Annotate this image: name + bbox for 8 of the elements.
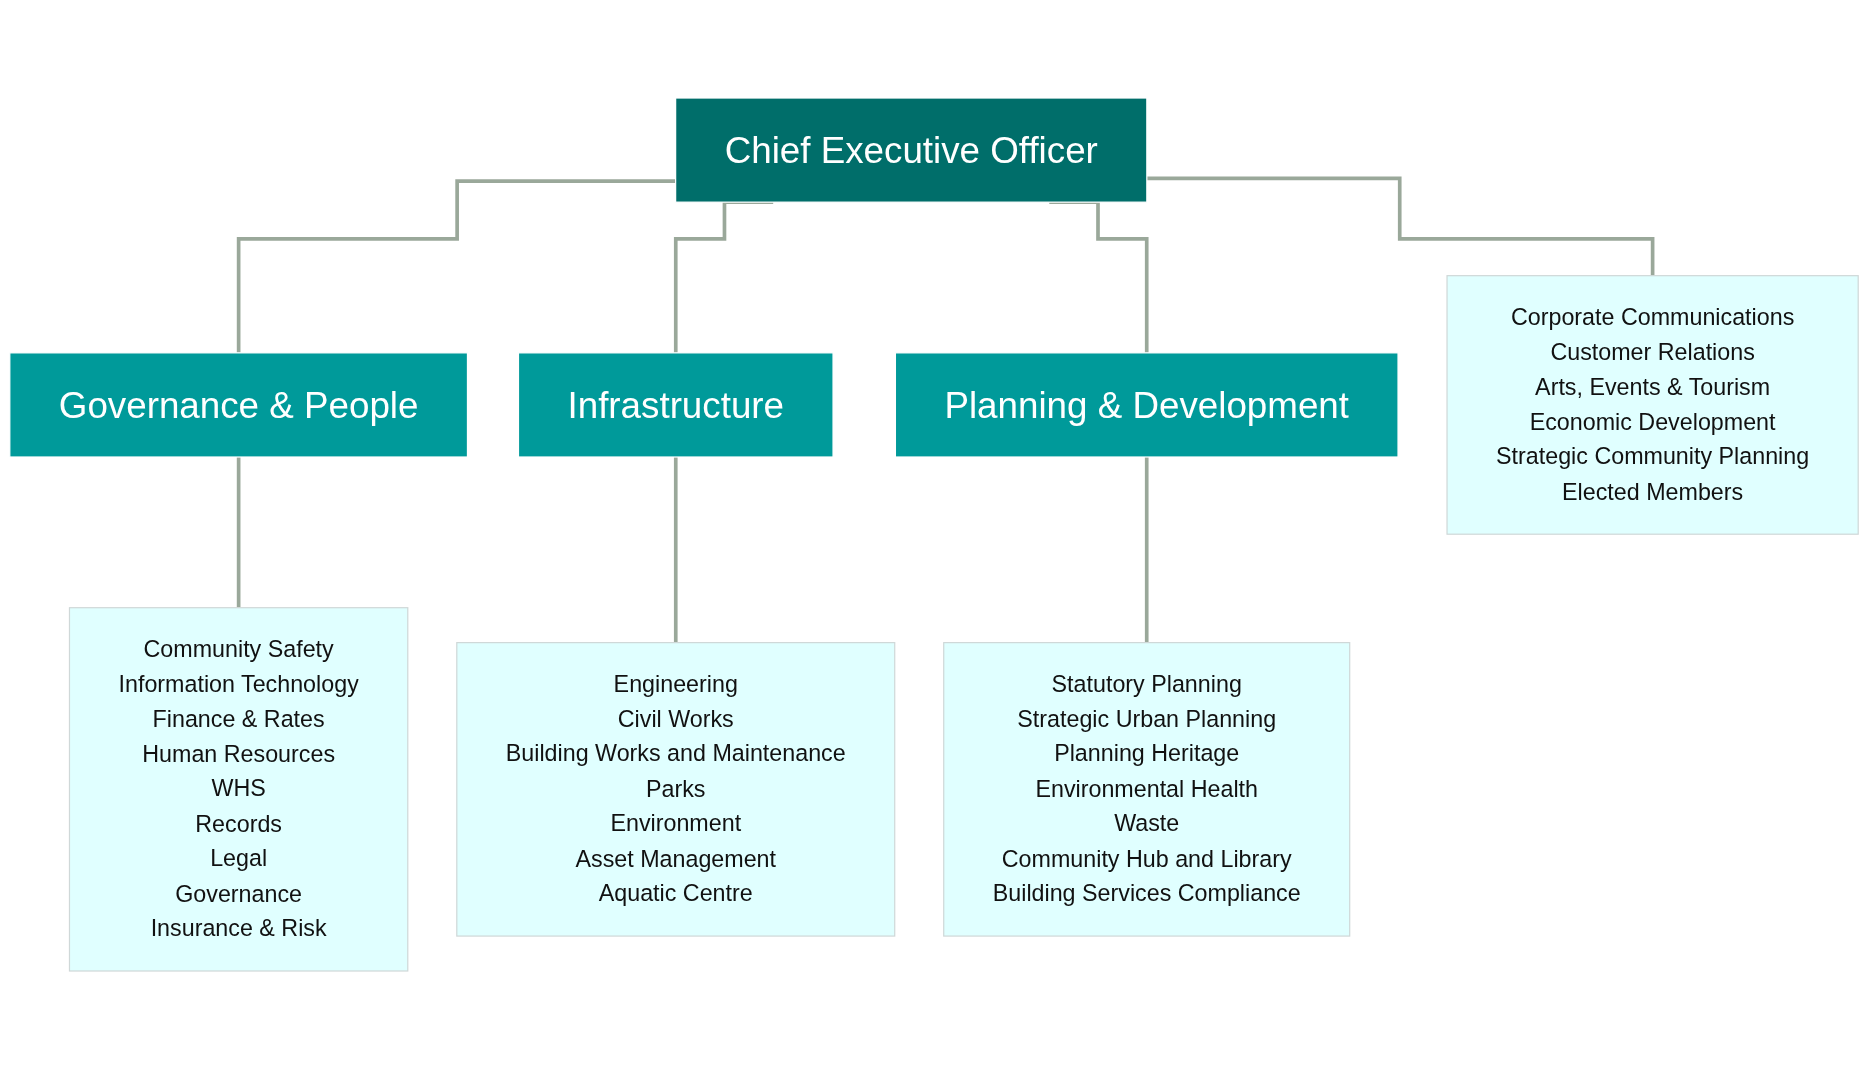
node-box: Planning & Development	[894, 352, 1399, 458]
node-box: Infrastructure	[517, 352, 834, 458]
node-box: Engineering Civil Works Building Works and Maintenance Parks Environment Asset Management Aquatic Centre	[456, 642, 896, 937]
node-box: Governance & People	[9, 352, 469, 458]
node-box: Community Safety Information Technology Finance & Rates Human Resources WHS Records Legal Governance Insurance & Risk	[68, 607, 409, 972]
node-box: Statutory Planning Strategic Urban Planning Planning Heritage Environmental Health Waste Community Hub and Library Building Services Compliance	[943, 642, 1351, 937]
node-box: Corporate Communications Customer Relations Arts, Events & Tourism Economic Development Strategic Community Planning Elected Members	[1446, 275, 1859, 535]
node-box: Chief Executive Officer	[675, 97, 1148, 203]
